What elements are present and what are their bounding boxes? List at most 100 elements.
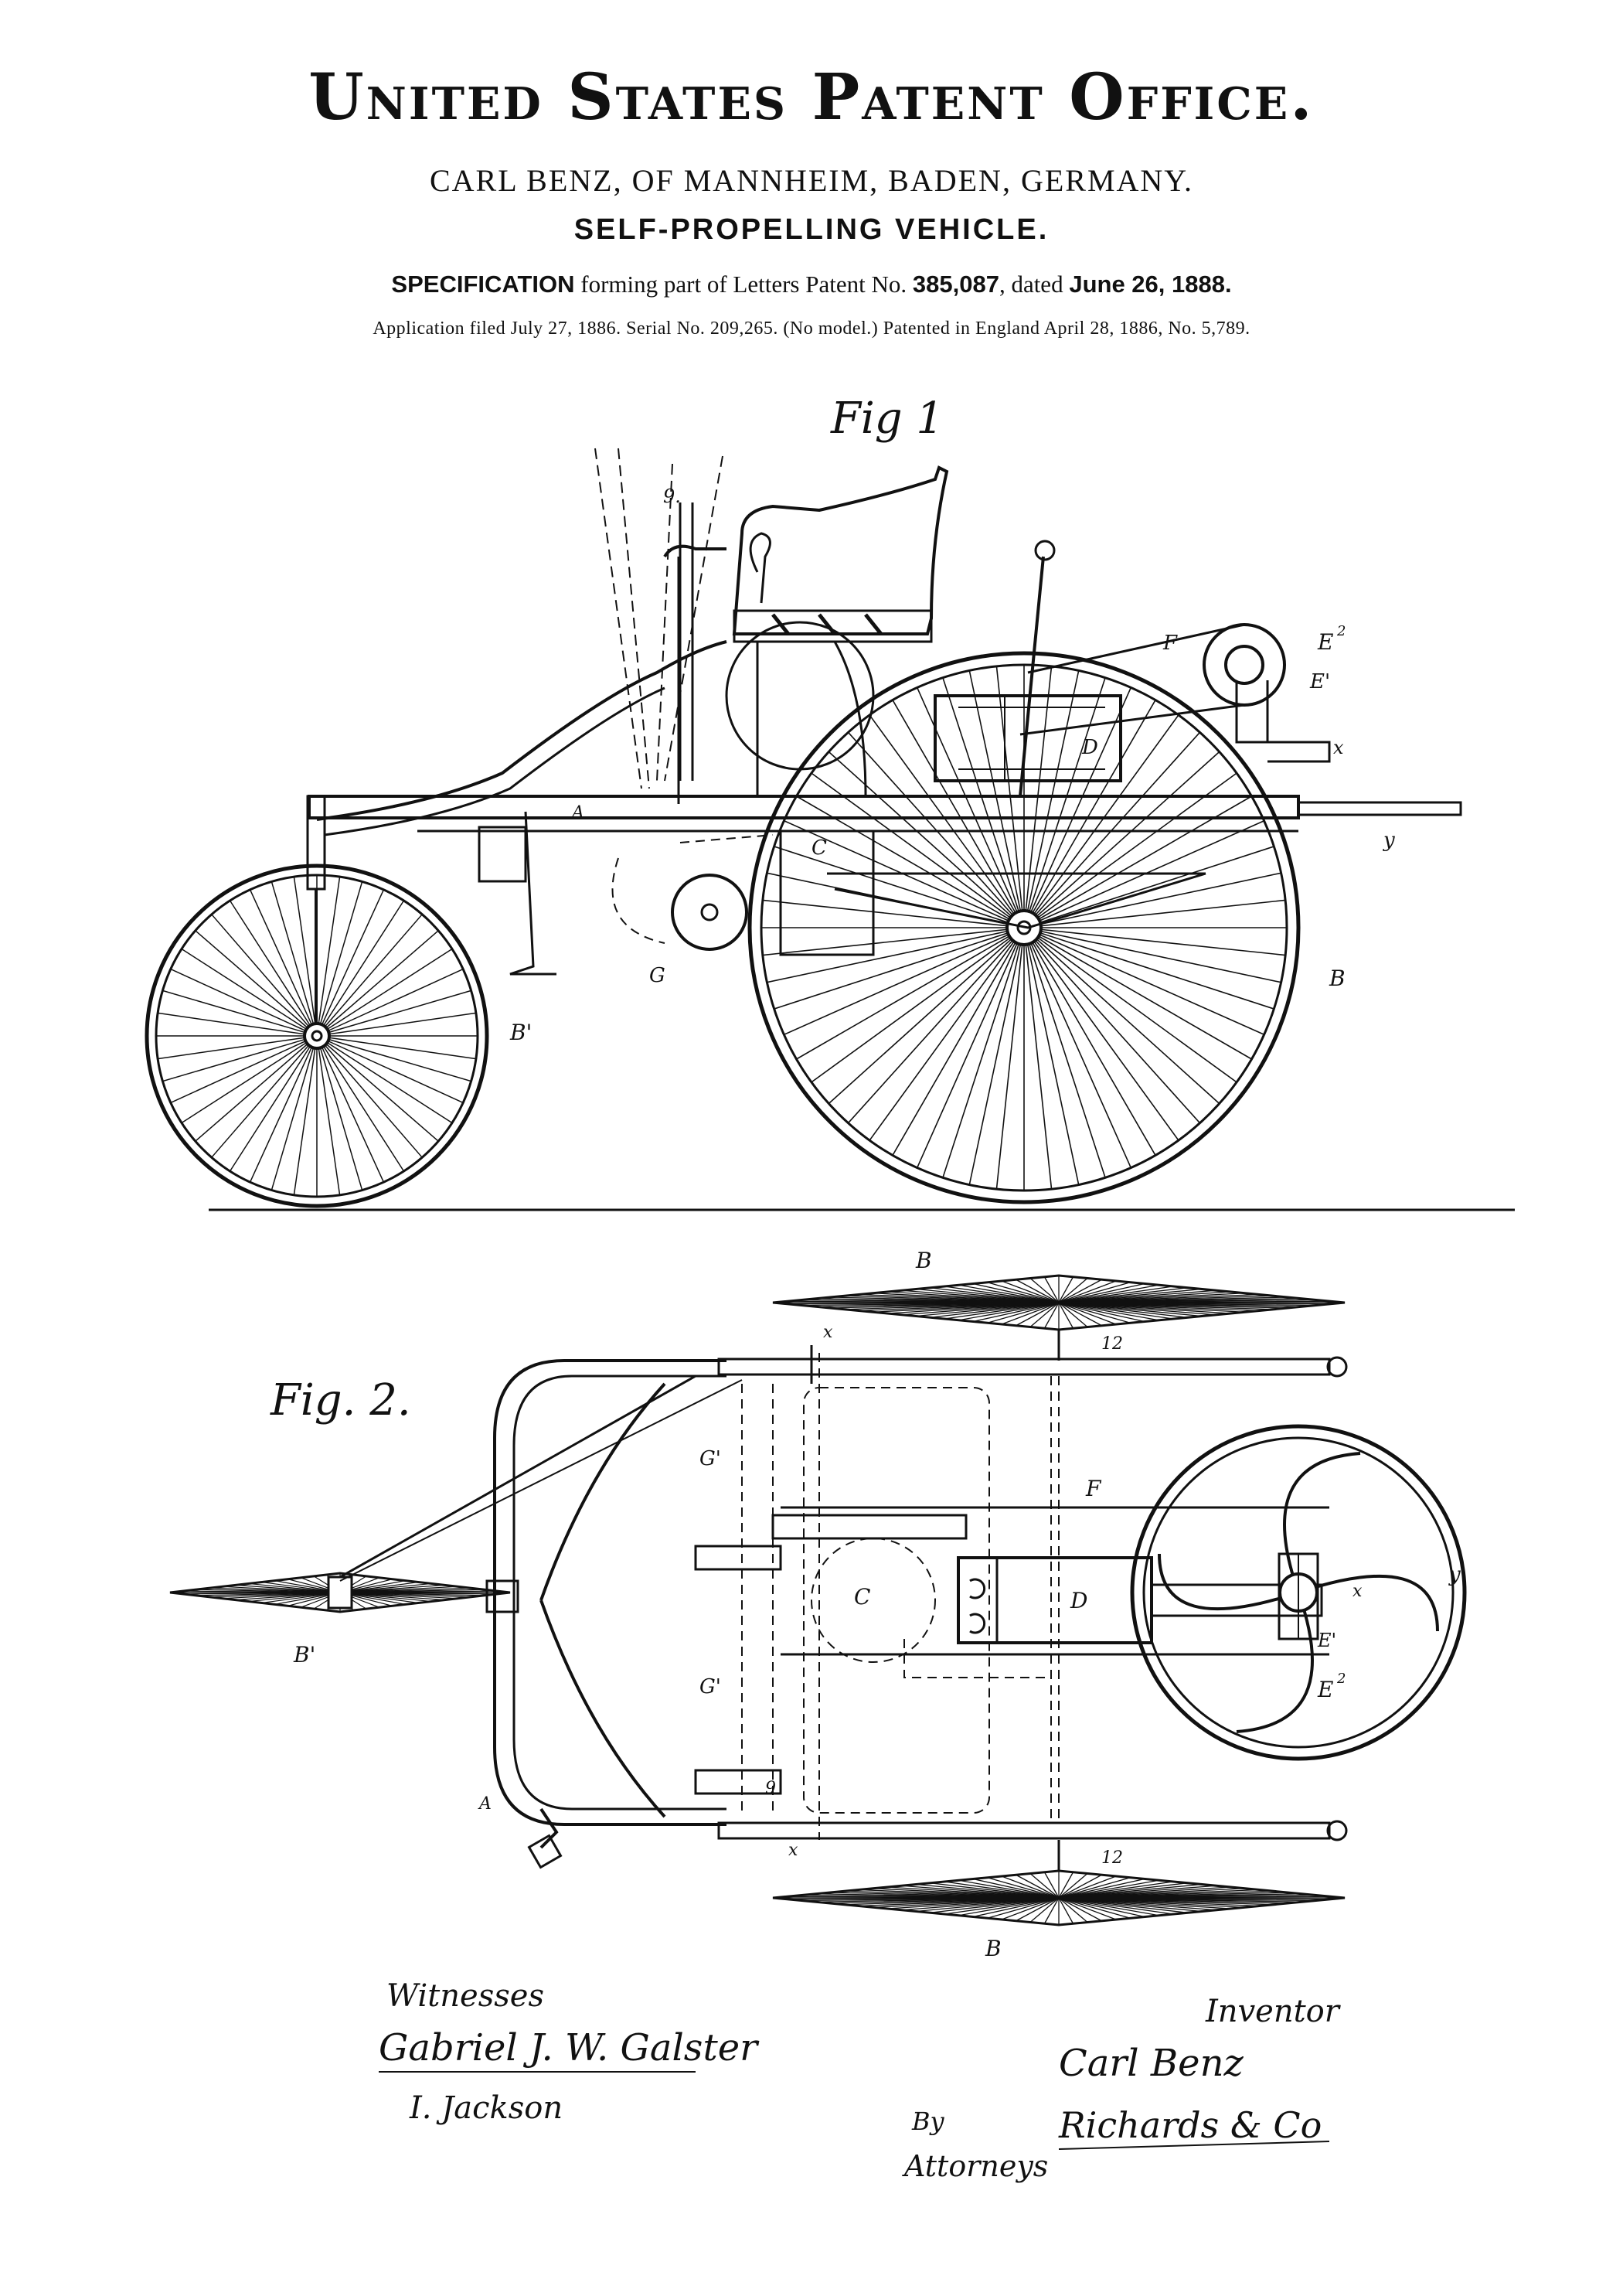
- plan-bottom-spoke: [1058, 1897, 1159, 1916]
- plan-flywheel-rim-inner: [1142, 1436, 1455, 1749]
- rear-wheel-spoke: [869, 714, 1025, 928]
- front-wheel-spoke: [316, 990, 471, 1037]
- plan-top-spoke: [1058, 1302, 1159, 1321]
- front-wheel-spoke: [229, 1035, 318, 1172]
- plan-rail-end-bottom: [1326, 1820, 1348, 1841]
- front-wheel-spoke: [316, 1035, 405, 1172]
- signature-block: Witnesses Gabriel J. W. Galster I. Jacks…: [379, 1978, 1342, 2183]
- plan-gear-block-lower: [694, 1769, 782, 1795]
- plan-top-spoke: [1058, 1284, 1159, 1303]
- witness-1-signature: Gabriel J. W. Galster: [379, 2026, 760, 2069]
- plan-steering-fork: [539, 1382, 666, 1818]
- plan-top-spoke: [944, 1286, 1060, 1303]
- rear-wheel-spoke: [968, 927, 1025, 1185]
- rear-wheel-spoke: [892, 927, 1025, 1156]
- front-wheel-spoke: [316, 1035, 476, 1060]
- plan-top-spoke: [1001, 1302, 1060, 1325]
- plan-side-rail-top: [717, 1358, 1331, 1376]
- plan-top-spoke: [1016, 1279, 1060, 1303]
- rear-wheel-spoke: [1023, 927, 1053, 1190]
- plan-engine-bed: [771, 1514, 968, 1540]
- fig1-label-9: 9.: [663, 485, 681, 507]
- patent-number: 385,087: [912, 271, 999, 298]
- plan-front-frame: [493, 1359, 726, 1826]
- plan-top-spoke: [1058, 1302, 1088, 1327]
- plan-bottom-spoke: [972, 1897, 1060, 1918]
- front-wheel-spoke: [162, 1035, 318, 1082]
- plan-front-spoke: [261, 1592, 341, 1604]
- figure-2-labels: Fig. 2. B x 12 G' F C D x y E' E 2 G' 9 …: [270, 1248, 1461, 1961]
- rear-wheel-spoke: [1023, 927, 1264, 1036]
- plan-wheel-bottom-spokes: [773, 1871, 1345, 1925]
- plan-bottom-spoke: [958, 1879, 1060, 1899]
- plan-bottom-spoke: [1001, 1897, 1060, 1920]
- belt-pulley-hub: [700, 903, 719, 921]
- fig1-label-E2-sup: 2: [1336, 623, 1346, 639]
- front-wheel-spoke: [195, 930, 318, 1037]
- rear-wheel-spoke: [942, 677, 1025, 928]
- rear-wheel-spoke: [828, 927, 1025, 1105]
- fig2-label-E1: E': [1317, 1630, 1336, 1651]
- plan-top-spoke: [1058, 1276, 1074, 1303]
- plan-bottom-spoke: [930, 1882, 1060, 1899]
- front-wheel-spoke: [211, 1035, 318, 1158]
- plan-front-spoke: [248, 1582, 341, 1593]
- crank-housing: [1235, 680, 1269, 744]
- plan-bottom-spoke: [1058, 1878, 1145, 1899]
- plan-bottom-spoke: [944, 1881, 1060, 1899]
- front-wheel-spoke: [249, 889, 318, 1037]
- plan-bottom-spoke: [1058, 1877, 1131, 1899]
- front-wheel-spoke: [316, 948, 453, 1037]
- front-wheel-spoke: [170, 1035, 318, 1104]
- rear-wheel-spoke: [811, 772, 1025, 928]
- fig1-label-G: G: [649, 964, 665, 987]
- rear-wheel-spoke: [1023, 927, 1106, 1178]
- plan-top-spoke: [930, 1287, 1060, 1303]
- witnesses-heading: Witnesses: [386, 1978, 544, 2014]
- rear-wheel-spoke: [1023, 927, 1281, 983]
- front-wheel-spoke: [181, 1035, 318, 1124]
- plan-flywheel-rim-outer: [1130, 1424, 1467, 1761]
- plan-bottom-spoke: [1058, 1872, 1074, 1899]
- plan-top-spoke: [944, 1302, 1060, 1320]
- brace-rods: [827, 872, 1206, 929]
- front-wheel-spoke: [316, 877, 341, 1037]
- fig2-label-12-bottom: 12: [1101, 1848, 1123, 1868]
- plan-top-spoke: [1029, 1278, 1060, 1303]
- plan-top-spoke: [1001, 1280, 1060, 1303]
- office-heading: United States Patent Office.: [308, 60, 1315, 135]
- rear-wheel-spoke: [1023, 927, 1274, 1010]
- fig2-label-A: A: [478, 1794, 492, 1814]
- front-frame-curve: [316, 640, 727, 821]
- belt-pulley: [671, 874, 748, 951]
- lever-knob: [1034, 540, 1056, 561]
- figure-1-side-view: [145, 448, 1515, 1211]
- attorneys-label: Attorneys: [902, 2149, 1048, 2183]
- plan-top-spoke: [1043, 1276, 1060, 1303]
- rear-wheel-spoke: [762, 927, 1025, 956]
- flywheel-e2: [1203, 623, 1286, 707]
- rear-wheel-spoke: [1023, 927, 1132, 1168]
- specification-line: SPECIFICATION forming part of Letters Pa…: [0, 271, 1623, 298]
- plan-bottom-spoke: [1001, 1875, 1060, 1899]
- spec-prefix: SPECIFICATION: [391, 271, 575, 298]
- plan-bottom-spoke: [1058, 1879, 1159, 1899]
- rear-wheel-spoke: [1023, 700, 1156, 928]
- front-wheel-spoke: [316, 1035, 471, 1082]
- plan-front-spoke: [261, 1581, 341, 1593]
- plan-bottom-spoke: [987, 1877, 1060, 1899]
- plan-top-spoke: [930, 1302, 1060, 1318]
- plan-top-spoke: [1058, 1302, 1131, 1323]
- plan-bottom-spoke: [1016, 1874, 1060, 1899]
- front-wheel-spoke: [293, 877, 318, 1037]
- fig2-label-D: D: [1070, 1588, 1087, 1613]
- plan-top-spoke: [1058, 1283, 1145, 1303]
- rear-wheel-spoke: [784, 927, 1025, 1036]
- fig2-label-B-bottom: B: [985, 1936, 1002, 1961]
- rear-wheel-spoke: [1023, 846, 1274, 928]
- front-wheel-spoke: [158, 1012, 318, 1037]
- rear-wheel-spoke: [995, 927, 1025, 1190]
- plan-bottom-spoke: [1043, 1872, 1060, 1899]
- plan-top-spoke: [987, 1302, 1060, 1323]
